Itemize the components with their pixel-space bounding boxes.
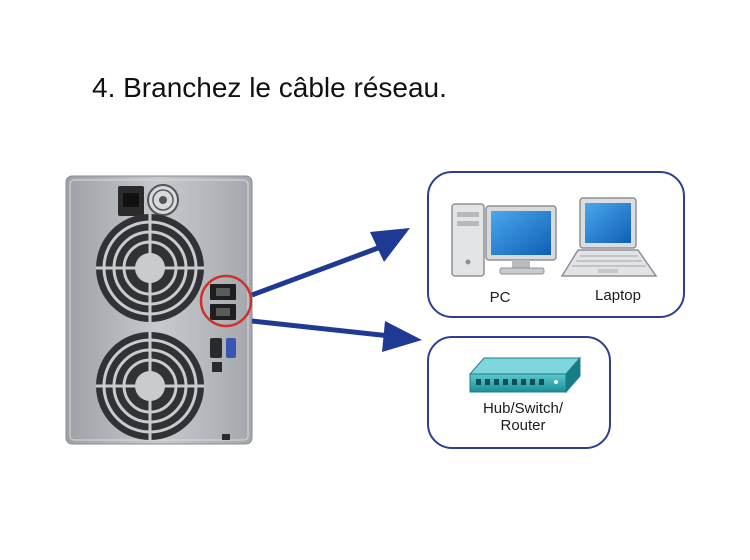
pc-label: PC (489, 289, 511, 306)
pc-icon (451, 203, 557, 277)
ethernet-highlight-circle (199, 274, 253, 328)
io-ports (210, 338, 236, 440)
arrow-to-computers (251, 228, 410, 298)
laptop-icon (560, 197, 658, 277)
ethernet-ports (210, 284, 236, 320)
arrow-to-hub (251, 318, 422, 352)
nas-rear-panel (65, 175, 253, 445)
step-title: 4. Branchez le câble réseau. (92, 72, 447, 103)
psu-fan (147, 184, 179, 216)
top-fan (96, 214, 204, 322)
power-socket (118, 186, 144, 216)
hub-label: Hub/Switch/ Router (468, 400, 578, 434)
switch-icon (468, 356, 582, 394)
laptop-label: Laptop (595, 287, 641, 304)
hub-label-line1: Hub/Switch/ (482, 400, 564, 417)
hub-label-line2: Router (500, 417, 546, 434)
bottom-fan (96, 332, 204, 440)
